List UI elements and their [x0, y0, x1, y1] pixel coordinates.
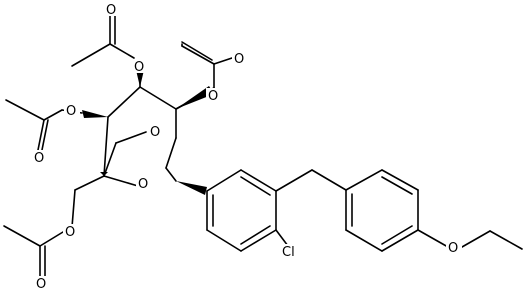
wedge-bonds [82, 70, 214, 195]
atom-label-o-acetate-1-carbonyl: O [106, 3, 116, 18]
atom-labels: O O O O O O O O O O Cl O [32, 2, 462, 292]
atom-label-o-acetate-4: O [65, 225, 75, 240]
atom-label-o-acetate-1: O [134, 60, 144, 75]
atom-label-cl: Cl [282, 245, 295, 260]
atom-label-o-acetate-2-carbonyl: O [234, 52, 244, 67]
atom-label-o-acetate-3-carbonyl: O [34, 151, 44, 166]
bond-lines [3, 13, 523, 277]
atom-label-o-acetate-4-carbonyl: O [36, 277, 46, 292]
atom-label-o-bridge-top: O [150, 125, 160, 140]
atom-label-o-acetate-2: O [208, 89, 218, 104]
atom-label-o-bridge-bottom: O [138, 177, 148, 192]
atom-label-o-ethoxy: O [448, 241, 458, 256]
atom-label-o-acetate-3: O [66, 104, 76, 119]
